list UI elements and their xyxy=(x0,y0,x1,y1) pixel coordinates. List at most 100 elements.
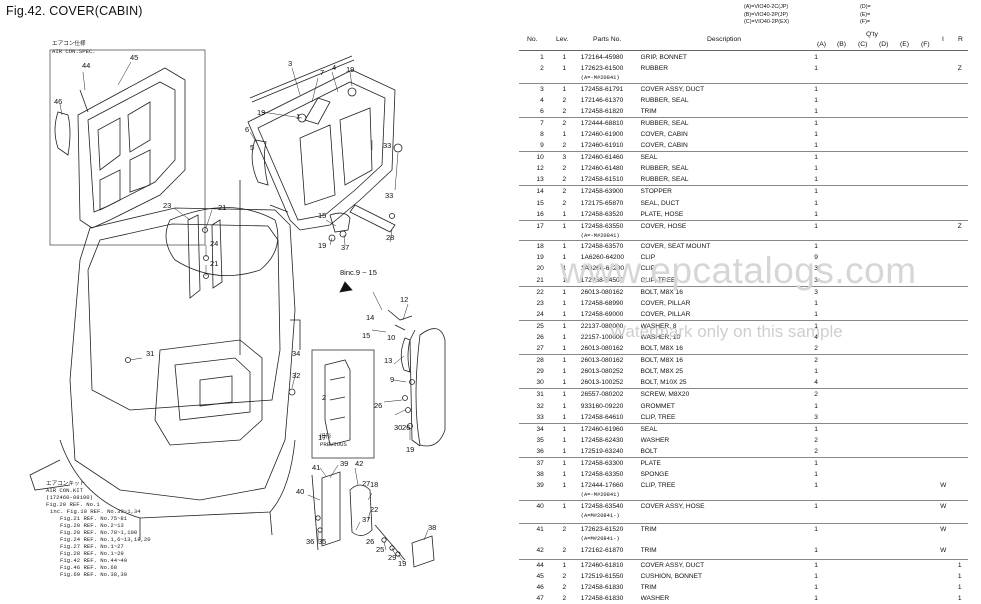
cell-description: CLIP xyxy=(640,265,656,273)
cell-lev: 1 xyxy=(562,447,567,455)
callout-19c: 19 xyxy=(318,241,326,250)
cell-lev: 2 xyxy=(562,584,567,592)
cell-r: 1 xyxy=(951,558,968,572)
header-description: Description xyxy=(707,36,741,43)
cell-description: CLIP xyxy=(640,254,656,262)
cell-qty-e xyxy=(892,571,914,582)
cell-qty-e xyxy=(892,446,914,458)
header-col-b: (B) xyxy=(837,41,847,48)
cell-qty-f xyxy=(913,571,935,582)
cell-qty-e xyxy=(892,401,914,412)
cell-part-number: 1A6260-64200 xyxy=(580,254,625,262)
note-kit-line: Fig.21 REF. No.75~81 xyxy=(60,515,128,522)
header-i: I xyxy=(942,36,944,43)
cell-qty-d xyxy=(870,412,892,424)
cell-no: 29 xyxy=(536,368,544,376)
cell-description: COVER ASSY, DUCT xyxy=(640,82,806,95)
cell-lev: 2 xyxy=(562,142,567,150)
cell-qty-c xyxy=(849,263,871,274)
cell-qty-b xyxy=(827,593,849,604)
callout-1: 1 xyxy=(296,112,300,121)
cell-r xyxy=(951,95,968,106)
cell-i xyxy=(935,95,951,106)
callout-28: 28 xyxy=(386,233,394,242)
cell-qty-c xyxy=(849,106,871,118)
callout-9: 9 xyxy=(390,375,394,384)
cell-qty-b xyxy=(827,129,849,140)
callout-39: 39 xyxy=(340,459,348,468)
cell-no: 18 xyxy=(519,240,548,253)
cell-qty-b xyxy=(826,82,849,95)
cell-lev: 1 xyxy=(547,285,581,298)
cell-qty-c xyxy=(848,499,871,512)
cell-lev: 1 xyxy=(562,368,567,376)
cell-no: 41 xyxy=(519,522,548,535)
cell-qty-f xyxy=(913,377,935,389)
cell-qty-e xyxy=(891,457,914,470)
cell-no: 36 xyxy=(536,447,544,455)
cell-description: TRIM xyxy=(640,107,657,115)
callout-19b: 19 xyxy=(257,108,265,117)
cell-lev: 2 xyxy=(562,547,567,555)
cell-qty-d xyxy=(870,106,892,118)
cell-qty-e xyxy=(892,140,914,152)
note-kit-en: AIR CON.KIT xyxy=(46,487,84,494)
cell-qty-a: 9 xyxy=(814,254,818,262)
callout-19e: 19 xyxy=(398,559,406,568)
cell-qty-f xyxy=(913,309,935,321)
note-kit-jp: エアコンキット xyxy=(46,480,85,487)
cell-qty-b xyxy=(826,388,849,401)
callout-37: 37 xyxy=(341,243,349,252)
cell-lev: 1 xyxy=(547,354,581,367)
cell-part-number: 172460-61460 xyxy=(580,151,641,164)
cell-qty-c xyxy=(849,198,871,209)
cell-qty-a: 3 xyxy=(814,276,818,284)
cell-qty-b xyxy=(827,332,849,343)
header-qty: Q'ty xyxy=(866,31,878,38)
callout-26c: 26 xyxy=(366,537,374,546)
header-rule xyxy=(519,50,968,51)
callout-15: 15 xyxy=(318,211,326,220)
cell-r xyxy=(951,480,968,491)
cell-qty-c xyxy=(849,401,871,412)
cell-no: 35 xyxy=(536,436,544,444)
cell-qty-d xyxy=(870,457,892,470)
cell-qty-f xyxy=(913,401,935,412)
cell-no: 32 xyxy=(536,402,544,410)
cell-i xyxy=(935,63,951,74)
cell-part-number: 172458-68990 xyxy=(580,299,624,307)
cell-description: RUBBER xyxy=(640,65,668,73)
cell-r xyxy=(951,106,968,118)
cell-qty-d xyxy=(870,593,892,604)
cell-qty-e xyxy=(892,366,914,377)
cell-r xyxy=(951,309,968,321)
cell-r xyxy=(951,332,968,343)
cell-qty-f xyxy=(913,435,935,446)
cell-qty-f xyxy=(913,469,935,480)
cell-no: 7 xyxy=(519,116,548,129)
cell-no: 3 xyxy=(519,82,548,95)
cell-no: 15 xyxy=(536,199,544,207)
cell-i xyxy=(935,129,951,140)
cell-qty-b xyxy=(826,354,849,367)
cell-qty-f xyxy=(913,140,935,152)
note-kit-ref: Fig.20 REF. No.1 xyxy=(46,501,100,508)
cell-r xyxy=(951,446,968,458)
cell-description: SEAL xyxy=(640,422,806,435)
cell-qty-c xyxy=(849,252,871,263)
cell-qty-f xyxy=(913,240,936,253)
cell-qty-a: 1 xyxy=(814,482,818,490)
callout-19: 19 xyxy=(346,65,354,74)
cell-qty-d xyxy=(870,545,892,556)
cell-qty-c xyxy=(848,522,871,535)
callout-33: 33 xyxy=(383,141,391,150)
